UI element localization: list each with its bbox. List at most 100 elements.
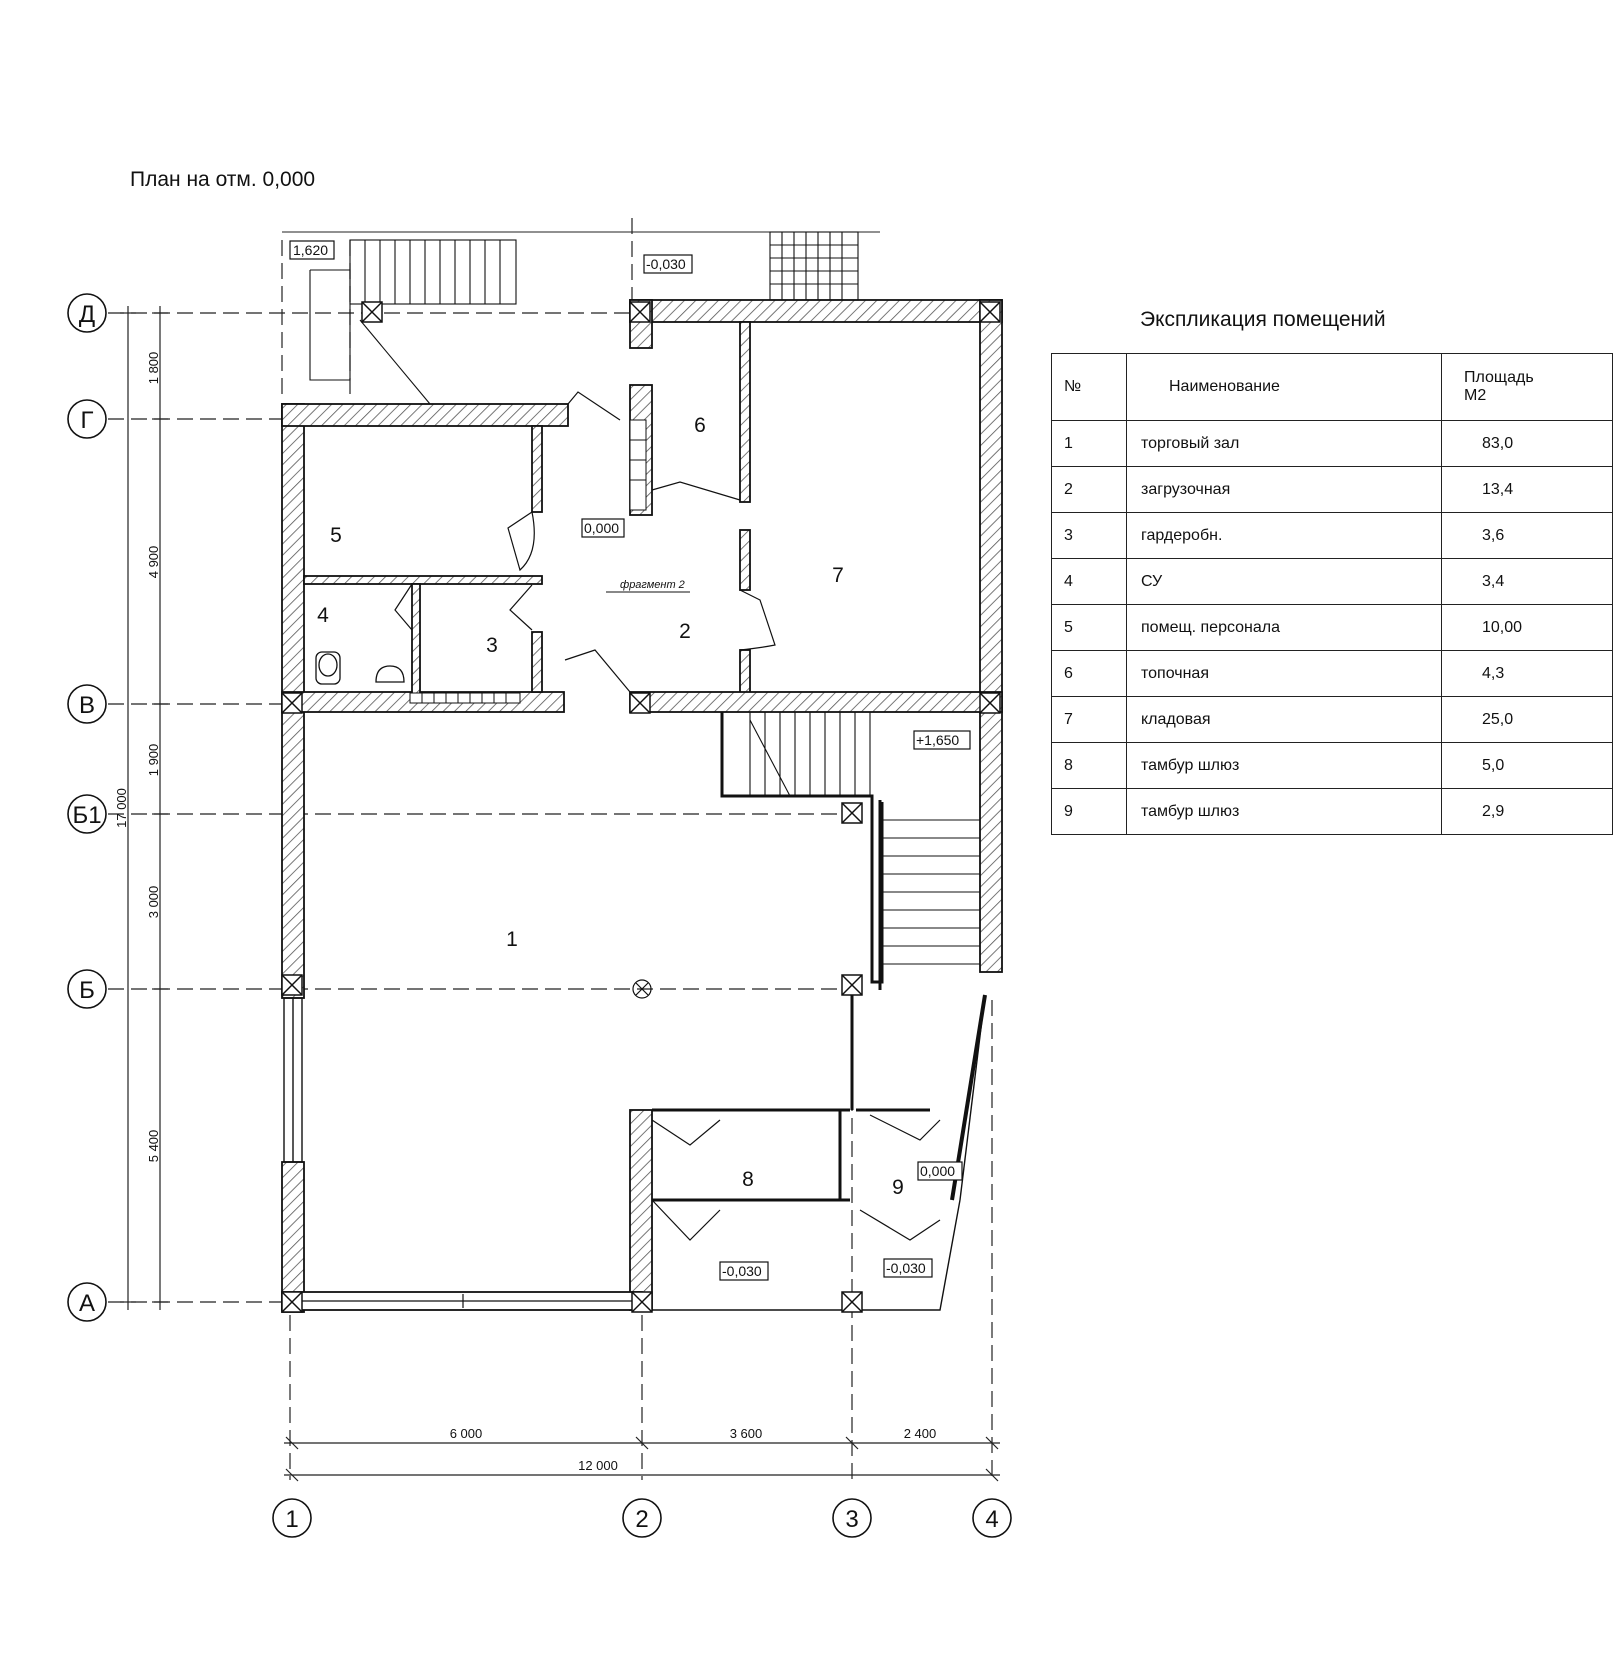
row-num: 2 bbox=[1051, 466, 1127, 513]
wall-7-left bbox=[739, 529, 751, 591]
axis-label-b1: Б1 bbox=[72, 802, 101, 829]
axis-grid bbox=[108, 218, 993, 1480]
axis-label-1: 1 bbox=[285, 1506, 298, 1533]
column bbox=[979, 301, 1001, 323]
doors bbox=[394, 391, 941, 1241]
door-2-hall bbox=[564, 649, 631, 693]
room-number-1: 1 bbox=[506, 928, 518, 951]
axis-label-4: 4 bbox=[985, 1506, 998, 1533]
explication-title: Экспликация помещений bbox=[1140, 308, 1386, 331]
row-name: торговый зал bbox=[1126, 420, 1442, 467]
row-area: 4,3 bbox=[1441, 650, 1613, 697]
wall-top-g bbox=[281, 403, 569, 427]
level-marks bbox=[289, 240, 971, 1281]
axis-bubble-v bbox=[67, 684, 107, 724]
level-hall: 0,000 bbox=[584, 520, 619, 536]
axis-bubble-b1 bbox=[67, 794, 107, 834]
wall-left-lower bbox=[281, 1161, 305, 1313]
row-name: помещ. персонала bbox=[1126, 604, 1442, 651]
row-axis-markers bbox=[67, 293, 107, 1322]
row-area: 3,4 bbox=[1441, 558, 1613, 605]
table-header-row: № Наименование Площадь М2 bbox=[1051, 353, 1613, 421]
wall-3-right bbox=[531, 631, 543, 693]
column bbox=[281, 1291, 303, 1313]
table-row: 3 гардеробн. 3,6 bbox=[1051, 512, 1613, 559]
level-front-right: -0,030 bbox=[886, 1260, 926, 1276]
column bbox=[979, 692, 1001, 714]
door-9-top bbox=[869, 1114, 941, 1141]
header-name: Наименование bbox=[1126, 353, 1442, 421]
fragment-note: фрагмент 2 bbox=[620, 579, 685, 591]
dim-h-6000: 6 000 bbox=[450, 1426, 483, 1441]
toilet-fixture bbox=[315, 651, 341, 685]
axis-label-v: В bbox=[79, 692, 95, 719]
axis-bubble-b bbox=[67, 969, 107, 1009]
axis-bubble-2 bbox=[622, 1498, 662, 1538]
wall-6-7 bbox=[739, 321, 751, 503]
dim-v-3000: 3 000 bbox=[146, 886, 161, 919]
axis-label-g: Г bbox=[81, 407, 94, 434]
wall-left-upper bbox=[281, 403, 305, 707]
room-number-2: 2 bbox=[679, 620, 691, 643]
sink-fixture bbox=[375, 665, 405, 683]
level-top-center: -0,030 bbox=[646, 256, 686, 272]
wall-top-d bbox=[629, 299, 1003, 323]
columns bbox=[281, 301, 1001, 1313]
dim-h-3600: 3 600 bbox=[730, 1426, 763, 1441]
table-row: 4 СУ 3,4 bbox=[1051, 558, 1613, 605]
column bbox=[629, 692, 651, 714]
door-8-top bbox=[651, 1119, 721, 1146]
row-area: 5,0 bbox=[1441, 742, 1613, 789]
level-front-left: -0,030 bbox=[722, 1263, 762, 1279]
room-number-9: 9 bbox=[892, 1176, 904, 1199]
column-axis-markers bbox=[272, 1498, 1012, 1538]
row-num: 7 bbox=[1051, 696, 1127, 743]
stair-enclosure bbox=[720, 712, 884, 990]
row-num: 6 bbox=[1051, 650, 1127, 697]
wall-front-2 bbox=[629, 1109, 653, 1311]
row-area: 25,0 bbox=[1441, 696, 1613, 743]
axis-bubble-g bbox=[67, 399, 107, 439]
room-number-7: 7 bbox=[832, 564, 844, 587]
room-number-8: 8 bbox=[742, 1168, 754, 1191]
row-area: 83,0 bbox=[1441, 420, 1613, 467]
row-num: 9 bbox=[1051, 788, 1127, 835]
level-top-left: 1,620 bbox=[293, 242, 328, 258]
dim-h-total: 12 000 bbox=[578, 1458, 618, 1473]
row-area: 3,6 bbox=[1441, 512, 1613, 559]
axis-bubble-1 bbox=[272, 1498, 312, 1538]
interior-stair bbox=[749, 712, 980, 965]
dim-v-5400: 5 400 bbox=[146, 1130, 161, 1163]
dim-v-total: 17 000 bbox=[114, 788, 129, 828]
level-vestibule: 0,000 bbox=[920, 1163, 955, 1179]
table-row: 7 кладовая 25,0 bbox=[1051, 696, 1613, 743]
axis-label-d: Д bbox=[79, 301, 95, 328]
axis-label-2: 2 bbox=[635, 1506, 648, 1533]
column bbox=[841, 802, 863, 824]
column bbox=[361, 301, 383, 323]
table-row: 8 тамбур шлюз 5,0 bbox=[1051, 742, 1613, 789]
row-name: загрузочная bbox=[1126, 466, 1442, 513]
level-stair: +1,650 bbox=[916, 732, 959, 748]
dim-v-4900: 4 900 bbox=[146, 546, 161, 579]
axis-bubble-4 bbox=[972, 1498, 1012, 1538]
front-vestibule-outline bbox=[642, 994, 986, 1311]
header-name-text: Наименование bbox=[1169, 378, 1280, 395]
row-num: 3 bbox=[1051, 512, 1127, 559]
wall-right bbox=[979, 299, 1003, 973]
plan-title: План на отм. 0,000 bbox=[130, 168, 316, 191]
door-9-bottom bbox=[859, 1209, 941, 1241]
exterior-stair-left bbox=[309, 239, 517, 405]
walls bbox=[281, 299, 1003, 1313]
door-6 bbox=[651, 481, 741, 501]
table-row: 2 загрузочная 13,4 bbox=[1051, 466, 1613, 513]
header-area-line1: Площадь bbox=[1464, 369, 1534, 386]
axis-bubble-a bbox=[67, 1282, 107, 1322]
room-number-4: 4 bbox=[317, 604, 329, 627]
column bbox=[631, 1291, 653, 1313]
column bbox=[841, 974, 863, 996]
wall-v-right bbox=[629, 691, 1003, 713]
radiators bbox=[409, 419, 647, 704]
door-7 bbox=[739, 589, 776, 651]
